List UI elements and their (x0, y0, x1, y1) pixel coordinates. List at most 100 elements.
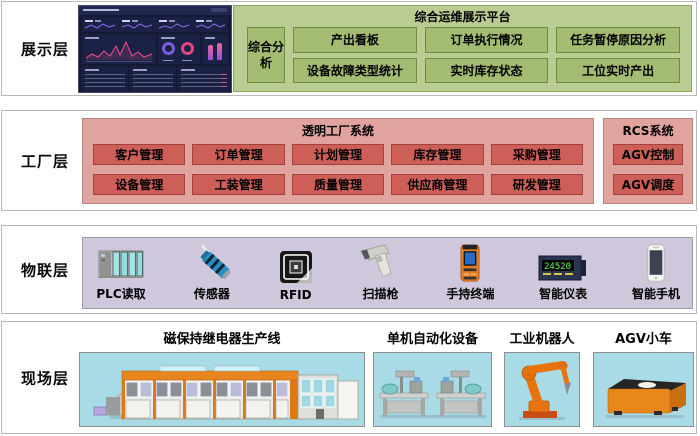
production-line-title: 磁保持继电器生产线 (163, 332, 281, 347)
device-handheld-label: 手持终端 (446, 287, 495, 301)
dashboard-donut-charts (158, 34, 200, 64)
rcs-grid: AGV控制 AGV调度 (613, 144, 683, 195)
ops-platform-panel: 综合运维展示平台 综合分析 产出看板 订单执行情况 任务暂停原因分析 设备故障类… (233, 5, 692, 92)
line-chart-title (85, 37, 99, 39)
box-order-execution: 订单执行情况 (424, 27, 549, 53)
transparent-factory-panel: 透明工厂系统 客户管理 订单管理 计划管理 库存管理 采购管理 设备管理 工装管… (82, 118, 594, 204)
table-3-accent-column (221, 74, 227, 88)
sensor-icon (200, 244, 231, 280)
dashboard-header (79, 6, 231, 15)
ops-platform-grid: 产出看板 订单执行情况 任务暂停原因分析 设备故障类型统计 实时库存状态 工位实… (293, 27, 680, 83)
dashboard-bar-chart (202, 34, 228, 64)
production-line-image (79, 352, 365, 427)
donut-label-1 (163, 59, 173, 61)
dashboard-kpi-strip (82, 17, 228, 32)
rcs-panel: RCS系统 AGV控制 AGV调度 (603, 118, 693, 204)
smart-meter-icon: 24520 (538, 255, 587, 281)
box-supplier-mgmt: 供应商管理 (391, 174, 484, 195)
box-order-mgmt: 订单管理 (192, 144, 285, 165)
display-layer-band: 展示层 (1, 1, 697, 96)
production-line-illustration (93, 365, 359, 420)
handheld-terminal-icon (460, 244, 480, 282)
industrial-robot-image (504, 352, 580, 427)
meter-reading: 24520 (544, 262, 571, 272)
table-3-rows (181, 74, 227, 88)
box-inventory-mgmt: 库存管理 (391, 144, 484, 165)
iot-devices-panel: PLC读取 传感器 (82, 237, 693, 309)
box-equipment-failure-stats: 设备故障类型统计 (293, 57, 417, 83)
bar-chart-title (205, 37, 215, 39)
iot-layer-label: 物联层 (20, 261, 69, 279)
box-quality-mgmt: 质量管理 (291, 174, 385, 195)
device-rfid: RFID (277, 243, 315, 302)
station-agv-cart: AGV小车 (593, 331, 694, 427)
automation-equipment-illustration (379, 370, 486, 418)
station-automation-equipment: 单机自动化设备 (373, 331, 492, 427)
table-2-title (133, 69, 147, 71)
smartphone-icon (647, 244, 665, 282)
line-chart-plot (85, 40, 153, 62)
factory-layer-label: 工厂层 (20, 152, 69, 170)
box-realtime-inventory: 实时库存状态 (424, 57, 549, 83)
device-phone-label: 智能手机 (631, 287, 680, 301)
box-agv-control: AGV控制 (613, 144, 683, 165)
box-comprehensive-analysis: 综合分析 (247, 27, 285, 83)
box-equipment-mgmt: 设备管理 (93, 174, 186, 195)
box-workstation-output: 工位实时产出 (556, 57, 680, 83)
agv-cart-title: AGV小车 (615, 332, 672, 347)
box-output-kanban: 产出看板 (293, 27, 417, 53)
donut-chart-title (161, 37, 175, 39)
box-agv-dispatch: AGV调度 (613, 174, 683, 195)
ops-platform-title: 综合运维展示平台 (414, 10, 511, 24)
station-industrial-robot: 工业机器人 (504, 331, 580, 427)
dashboard-table-1 (82, 66, 128, 91)
field-layer-band: 现场层 磁保持继电器生产线 (1, 321, 697, 434)
rcs-title: RCS系统 (622, 124, 674, 138)
box-task-pause-analysis: 任务暂停原因分析 (556, 27, 680, 53)
field-layer-label: 现场层 (20, 369, 69, 387)
box-rnd-mgmt: 研发管理 (490, 174, 583, 195)
plc-icon (98, 250, 144, 278)
rfid-icon (279, 251, 312, 283)
box-tooling-mgmt: 工装管理 (192, 174, 285, 195)
industrial-robot-illustration (519, 361, 571, 420)
device-handheld: 手持终端 (446, 243, 494, 302)
table-1-title (85, 69, 99, 71)
automation-equipment-image (373, 352, 492, 427)
dashboard-title-bar (83, 9, 119, 11)
device-meter-label: 智能仪表 (539, 287, 588, 301)
dashboard-table-2 (130, 66, 176, 91)
device-scanner: 扫描枪 (357, 243, 403, 302)
device-rfid-label: RFID (279, 288, 312, 302)
industrial-robot-title: 工业机器人 (509, 332, 575, 347)
agv-cart-image (593, 352, 694, 427)
scanner-icon (360, 244, 392, 278)
factory-layer-band: 工厂层 透明工厂系统 客户管理 订单管理 计划管理 库存管理 采购管理 设备管理… (1, 110, 697, 211)
agv-cart-illustration (606, 379, 686, 418)
bar-1 (208, 45, 213, 60)
device-phone: 智能手机 (632, 243, 680, 302)
table-1-rows (85, 74, 125, 88)
device-scanner-label: 扫描枪 (362, 287, 399, 301)
dashboard-line-chart (82, 34, 156, 64)
station-production-line: 磁保持继电器生产线 (79, 331, 365, 427)
device-sensor-label: 传感器 (193, 287, 230, 301)
box-customer-mgmt: 客户管理 (93, 144, 186, 165)
transparent-factory-grid: 客户管理 订单管理 计划管理 库存管理 采购管理 设备管理 工装管理 质量管理 … (93, 144, 583, 195)
kpi-sparklines (84, 20, 226, 29)
box-plan-mgmt: 计划管理 (291, 144, 385, 165)
table-2-rows (133, 74, 173, 88)
device-plc: PLC读取 (95, 243, 147, 302)
dashboard-table-3 (178, 66, 230, 91)
donut-pink (181, 42, 194, 55)
dashboard-preview (78, 5, 232, 93)
device-plc-label: PLC读取 (96, 287, 146, 301)
device-meter: 24520 智能仪表 (537, 243, 589, 302)
dashboard-header-button (211, 8, 227, 12)
device-sensor: 传感器 (190, 243, 234, 302)
donut-label-2 (182, 59, 192, 61)
iot-layer-band: 物联层 PLC读取 (1, 225, 697, 314)
table-3-title (181, 69, 195, 71)
donut-purple (162, 42, 175, 55)
